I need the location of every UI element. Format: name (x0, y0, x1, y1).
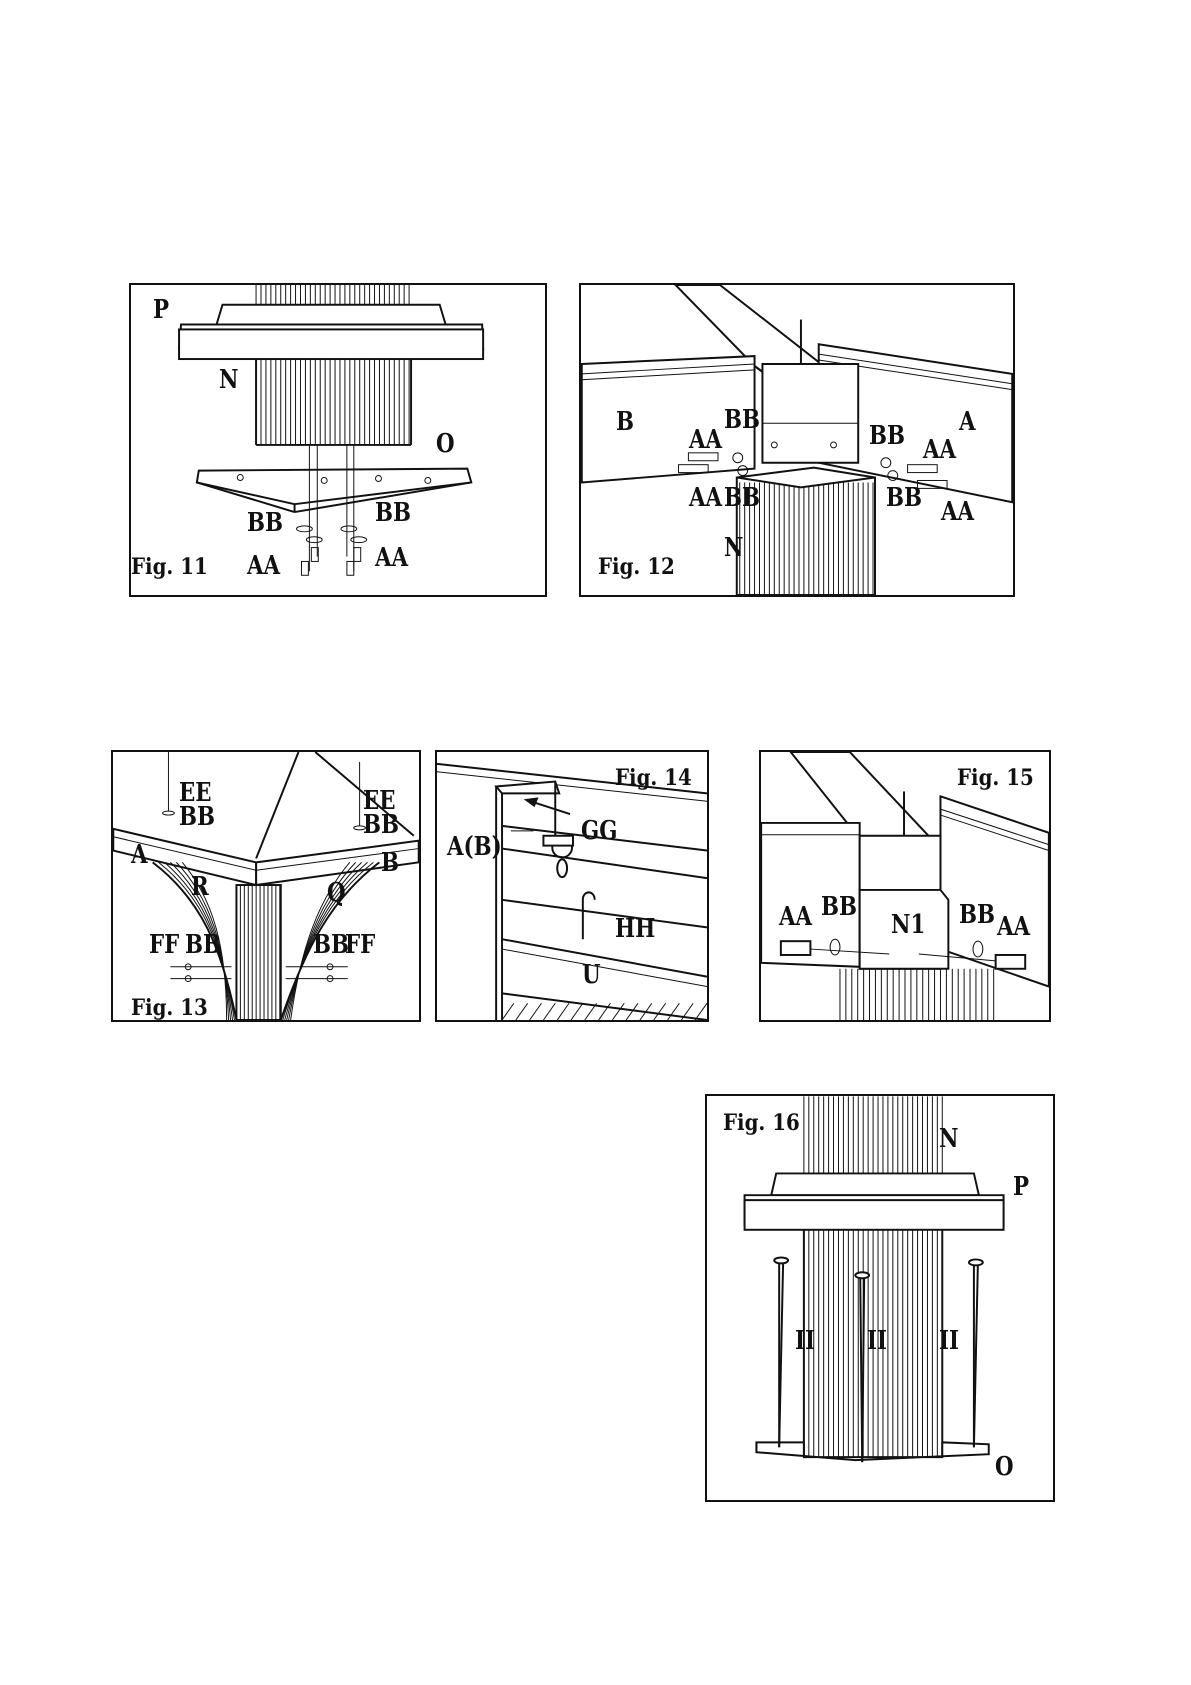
label-ff-right: FF (345, 932, 375, 958)
label-bb-right: BB (959, 902, 995, 928)
figure-caption: Fig. 16 (723, 1112, 800, 1134)
cap-lower-front (179, 329, 483, 359)
base-plate (197, 469, 471, 505)
figure-16: Fig. 16 N P II II II O (705, 1094, 1055, 1502)
curtain-hatch-line (530, 1003, 542, 1020)
label-aa-bottom-left: AA (689, 485, 722, 511)
fig15-drawing (761, 752, 1049, 1020)
label-bb-bottom-right: BB (886, 485, 922, 511)
hh-hook (583, 892, 595, 939)
label-q: Q (327, 880, 346, 906)
curtain-hatch-line (668, 1003, 680, 1020)
label-p: P (1013, 1174, 1029, 1200)
figure-caption: Fig. 15 (957, 767, 1034, 789)
cap-upper-tier (771, 1173, 979, 1195)
base-plate (756, 1442, 988, 1460)
figure-caption: Fig. 14 (615, 767, 692, 789)
curtain-hatch-line (695, 1003, 707, 1020)
figure-11: P N O BB BB AA AA Fig. 11 (129, 283, 547, 597)
label-n: N (219, 367, 238, 393)
curtain-hatch-line (571, 1003, 583, 1020)
curtain-hatch-line (543, 1003, 555, 1020)
label-n1: N1 (891, 912, 925, 938)
label-bb-bottom-left: BB (185, 932, 221, 958)
label-o: O (436, 431, 455, 457)
label-bb-top-right: BB (363, 812, 399, 838)
label-hh: HH (615, 916, 655, 942)
label-aa-right: AA (375, 545, 408, 571)
label-b: B (616, 409, 634, 435)
label-aa-top-right: AA (923, 437, 956, 463)
label-bb-left: BB (247, 510, 283, 536)
label-bb-bottom-right: BB (313, 932, 349, 958)
fig11-drawing (131, 285, 545, 595)
figure-15: AA BB N1 BB AA Fig. 15 (759, 750, 1051, 1022)
figure-caption: Fig. 12 (598, 556, 675, 578)
label-r: R (191, 874, 209, 900)
curtain-hatch-line (654, 1003, 666, 1020)
curtain-hatch-line (557, 1003, 569, 1020)
curtain-hatch-line (516, 1003, 528, 1020)
label-p: P (153, 297, 169, 323)
fig14-drawing (437, 752, 707, 1020)
label-bb-left: BB (821, 894, 857, 920)
label-gg: GG (581, 818, 617, 844)
label-bb-bottom-left: BB (724, 485, 760, 511)
label-aa-left: AA (779, 904, 812, 930)
label-bb-top-left: BB (179, 804, 215, 830)
label-o: O (995, 1454, 1014, 1480)
label-bb-top-left: BB (724, 407, 760, 433)
label-aa-right: AA (997, 914, 1030, 940)
figure-caption: Fig. 13 (131, 997, 208, 1019)
label-ii-right: II (939, 1328, 959, 1354)
curtain-hatch-line (502, 1003, 514, 1020)
label-b: B (381, 850, 399, 876)
label-aa-top-left: AA (689, 427, 722, 453)
label-ii-left: II (795, 1328, 815, 1354)
figure-caption: Fig. 11 (131, 556, 208, 578)
label-n: N (939, 1126, 958, 1152)
label-a: A (959, 409, 976, 435)
corner-bracket (762, 364, 858, 463)
label-n: N (724, 535, 743, 561)
post-upper (256, 285, 409, 305)
post-lower (256, 359, 409, 445)
label-u: U (582, 962, 601, 988)
figure-14: A(B) GG HH U Fig. 14 (435, 750, 709, 1022)
figure-13: EE BB EE BB A B R Q FF BB BB FF Fig. 13 (111, 750, 421, 1022)
label-ff-left: FF (149, 932, 179, 958)
label-aa-bottom-right: AA (941, 499, 974, 525)
label-bb-top-right: BB (869, 423, 905, 449)
label-ii-mid: II (867, 1328, 887, 1354)
label-aa-left: AA (247, 553, 280, 579)
label-bb-right: BB (375, 500, 411, 526)
curtain-hatch-line (612, 1003, 624, 1020)
figure-12: B A BB AA AA BB BB AA BB AA N Fig. 12 (579, 283, 1015, 597)
label-a: A (131, 842, 148, 868)
fig16-drawing (707, 1096, 1053, 1500)
cap-upper-tier (217, 305, 446, 325)
label-ab: A(B) (447, 834, 502, 860)
